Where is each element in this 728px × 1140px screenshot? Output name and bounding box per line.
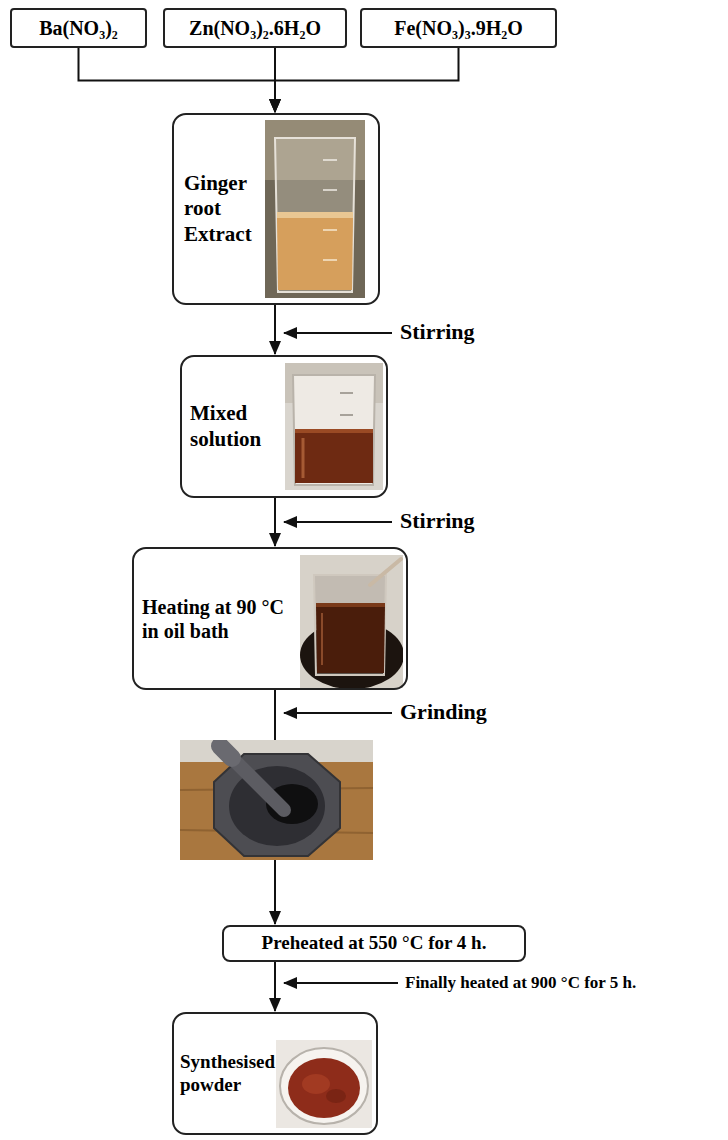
node-text: Heating at 90 °C in oil bath xyxy=(142,595,300,643)
node-text: Fe(NO₃)₃.9H₂O xyxy=(394,16,523,40)
mixed-solution-photo xyxy=(285,363,383,490)
mortar-pestle-photo xyxy=(180,740,373,860)
process-box: Mixed solution xyxy=(180,355,388,498)
process-box: Synthesised powder xyxy=(172,1012,378,1135)
pointer-arrow xyxy=(284,712,392,714)
process-box: Ginger root Extract xyxy=(172,113,380,305)
flow-arrow xyxy=(79,48,276,112)
node-text: Synthesised powder xyxy=(180,1051,278,1097)
node-text: Ginger root Extract xyxy=(184,171,270,247)
node-text: Zn(NO₃)₂.6H₂O xyxy=(189,16,321,40)
process-box: Zn(NO₃)₂.6H₂O xyxy=(163,8,347,48)
pointer-arrow xyxy=(284,332,392,334)
process-box: Heating at 90 °C in oil bath xyxy=(132,547,408,690)
pointer-arrow xyxy=(284,982,398,984)
flow-arrow xyxy=(274,305,276,354)
flow-arrow xyxy=(275,48,459,112)
flow-arrow xyxy=(274,962,276,1011)
process-box: Preheated at 550 °C for 4 h. xyxy=(222,925,526,962)
powder-dish-photo xyxy=(276,1040,372,1128)
ginger-extract-photo xyxy=(265,120,365,298)
oil-bath-photo xyxy=(300,555,403,688)
node-text: Preheated at 550 °C for 4 h. xyxy=(262,932,487,955)
pointer-arrow xyxy=(284,521,392,523)
node-text: Ba(NO₃)₂ xyxy=(39,16,118,40)
process-box: Ba(NO₃)₂ xyxy=(10,8,147,48)
step-label: Grinding xyxy=(400,699,487,724)
flow-arrow xyxy=(274,498,276,546)
process-box: Fe(NO₃)₃.9H₂O xyxy=(360,8,557,48)
step-label: Stirring xyxy=(400,508,475,533)
step-label: Stirring xyxy=(400,319,475,344)
step-label: Finally heated at 900 °C for 5 h. xyxy=(405,973,636,993)
node-text: Mixed solution xyxy=(190,401,288,451)
